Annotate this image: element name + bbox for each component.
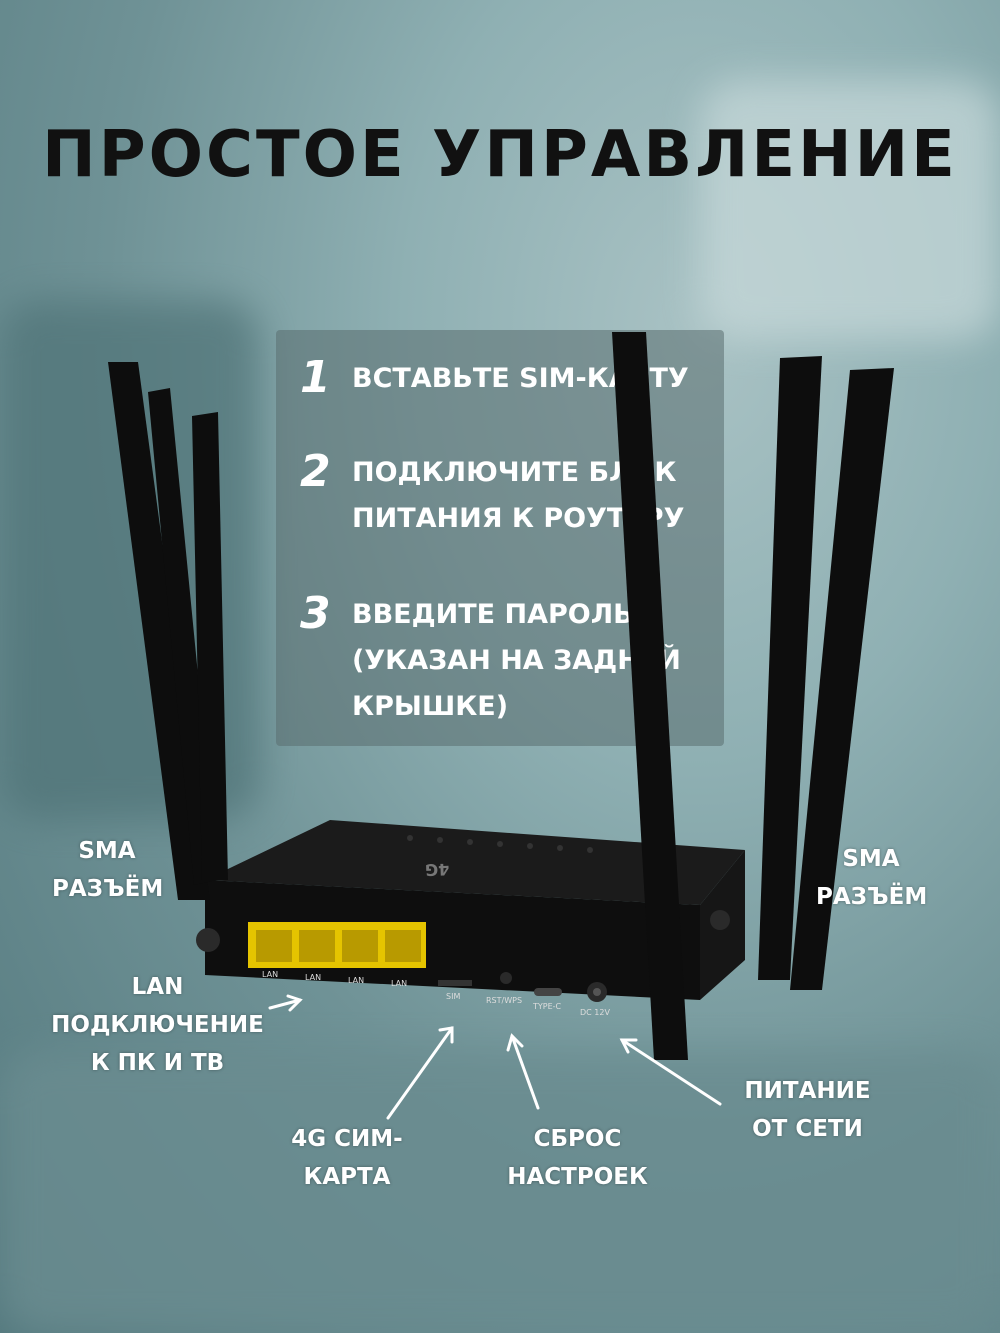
lan-port: [342, 930, 378, 962]
background-blur-shape: [700, 80, 1000, 340]
port-label: LAN: [262, 970, 279, 979]
callout-power: Питание от сети: [744, 1078, 871, 1142]
arrow-lan-head: [286, 994, 303, 1012]
port-label: LAN: [348, 976, 365, 985]
port-label: LAN: [391, 979, 408, 988]
sim-slot: [438, 980, 472, 986]
arrow-reset-head: [506, 1033, 524, 1052]
sma-connector-right: [710, 910, 730, 930]
dc-label: DC 12V: [580, 1008, 610, 1017]
device-logo: 4G: [424, 859, 450, 880]
arrow-sim: [386, 1026, 454, 1120]
arrow-sim-head: [438, 1026, 454, 1044]
callout-lan: LAN подключение к ПК и ТВ: [51, 974, 264, 1076]
callout-sma-right: SMA разъём: [816, 846, 928, 910]
router-front: [205, 880, 700, 1000]
callout-sim: 4G сим-карта: [291, 1126, 403, 1190]
arrow-power: [620, 1038, 722, 1106]
port-label: LAN: [305, 973, 322, 982]
page-title: Простое управление: [42, 118, 958, 192]
callout-sma-left: SMA разъём: [52, 838, 164, 902]
reset-button: [500, 972, 512, 984]
step-number: 3: [300, 588, 331, 639]
lan-port: [256, 930, 292, 962]
step-number: 2: [300, 446, 331, 497]
sim-label: SIM: [446, 992, 461, 1001]
antenna-right-1: [758, 356, 822, 980]
step-text: введите пароль (указан на задней крышке): [352, 599, 681, 722]
lan-port: [385, 930, 421, 962]
arrow-power-head: [619, 1038, 638, 1054]
antenna-left-3: [192, 412, 228, 880]
antenna-right-2: [790, 368, 894, 990]
step-number: 1: [300, 352, 331, 403]
background-blur-shape: [0, 1050, 1000, 1333]
router-top: [205, 820, 745, 905]
typec-label: TYPE-C: [533, 1002, 562, 1011]
sma-connector-left: [196, 928, 220, 952]
typec-port: [534, 988, 562, 996]
step-3: 3 введите пароль (указан на задней крышк…: [300, 592, 702, 730]
led-strip: [407, 835, 593, 853]
arrow-reset: [510, 1034, 540, 1110]
antenna-center: [612, 332, 688, 1060]
arrow-lan: [268, 998, 302, 1010]
rst-label: RST/WPS: [486, 996, 523, 1005]
callout-reset: Сброс настроек: [507, 1126, 648, 1190]
lan-port: [299, 930, 335, 962]
